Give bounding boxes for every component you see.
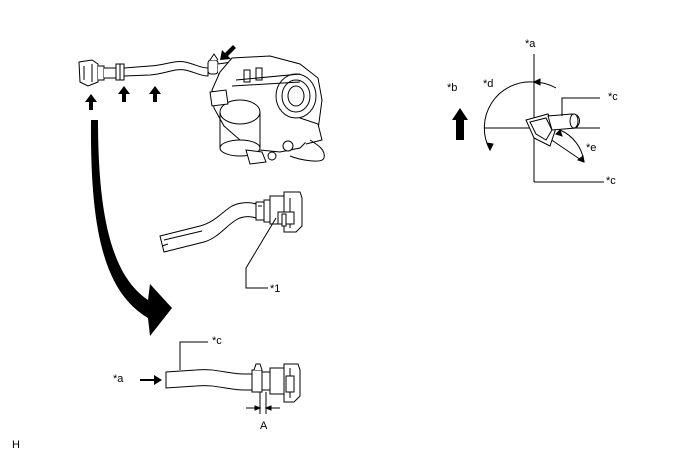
label-dimension-A: A [260, 420, 268, 432]
throttle-body [209, 55, 325, 165]
up-arrow-icon [149, 86, 161, 102]
curved-flow-arrow [90, 120, 172, 336]
installation-direction-arrows [85, 45, 236, 110]
leader-line-c-bottom [179, 341, 208, 370]
label-a-bottom: *a [113, 373, 124, 385]
leader-line-c-top [561, 97, 600, 116]
label-c-bottom: *c [212, 335, 222, 347]
label-c-right: *c [606, 175, 616, 187]
hose-insertion-arrow-icon [140, 375, 162, 385]
up-arrow-icon [118, 86, 130, 102]
label-a-top: *a [525, 38, 536, 50]
hose-clamp-right [207, 53, 219, 75]
hose-clamp-left [115, 63, 125, 81]
label-1: *1 [270, 283, 281, 295]
hose-assembly-bottom [165, 363, 301, 403]
up-arrow-icon [85, 94, 97, 110]
label-corner-H: H [12, 439, 20, 451]
hose-connector-left [78, 59, 105, 87]
label-c-top: *c [608, 91, 618, 103]
angle-detail-view [483, 54, 604, 183]
label-b: *b [447, 82, 458, 94]
diagonal-arrow-icon [220, 45, 236, 60]
hose-top [123, 61, 209, 77]
engine-assembly-view [78, 53, 325, 165]
direction-arrow-up-icon [452, 108, 468, 140]
connector-detail [525, 113, 580, 147]
label-d: *d [483, 78, 494, 90]
label-e: *e [586, 142, 597, 154]
dimension-A [246, 392, 280, 414]
hose-assembly-middle [159, 191, 303, 253]
leader-line-1 [245, 217, 277, 289]
